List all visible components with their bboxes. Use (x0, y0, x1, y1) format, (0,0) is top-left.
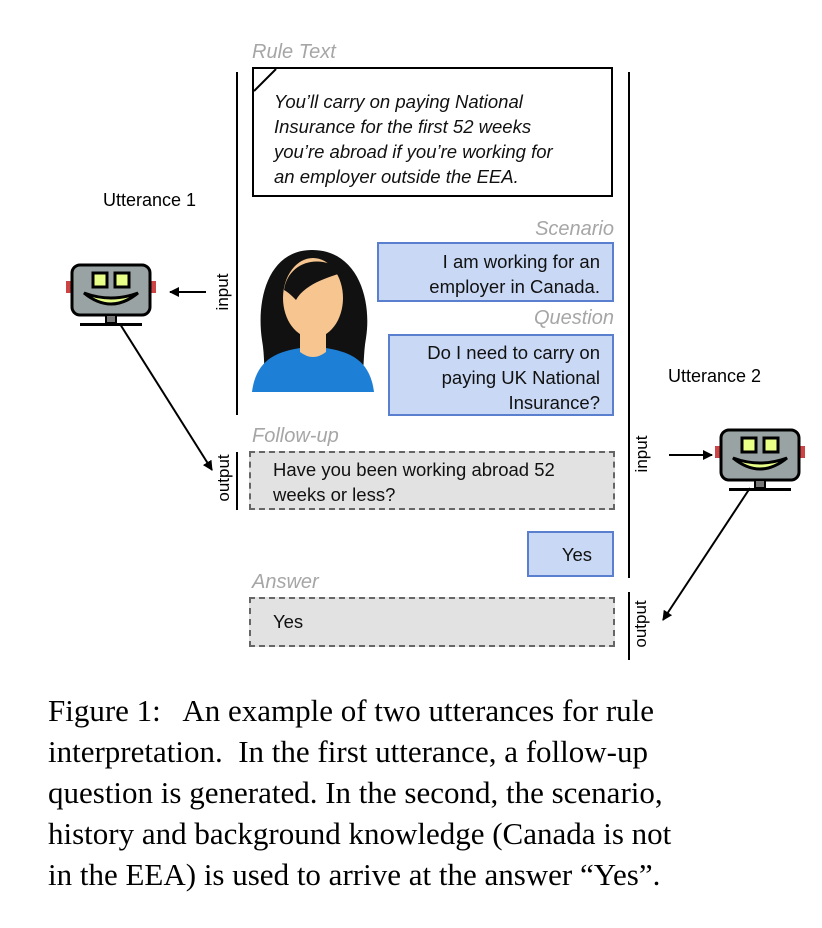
input-label-2: input (632, 435, 651, 473)
arrow-robot2-to-output (662, 487, 751, 621)
scenario-box: I am working for an employer in Canada. (377, 242, 614, 302)
answer-text: Yes (273, 611, 304, 632)
utterance-2-label: Utterance 2 (668, 366, 762, 386)
answer-box: Yes (249, 597, 615, 647)
rule-text-line: you’re abroad if you’re working for (274, 141, 553, 162)
corner-fold (254, 69, 277, 92)
follow-up-line: weeks or less? (273, 484, 396, 505)
user-reply-box: Yes (527, 531, 614, 577)
output-label-2: output (631, 600, 650, 648)
caption-line: Figure 1: An example of two utterances f… (48, 693, 655, 728)
scenario-label: Scenario (535, 218, 614, 240)
robot-icon (715, 428, 805, 491)
robot-icon (66, 263, 156, 326)
caption-line: question is generated. In the second, th… (48, 775, 663, 810)
scenario-line: employer in Canada. (429, 276, 600, 297)
answer-label: Answer (252, 571, 319, 593)
diagram-graphics (66, 72, 805, 660)
question-line: Do I need to carry on (427, 342, 600, 363)
rule-text-content: You’ll carry on paying National Insuranc… (274, 89, 553, 189)
utterance-1-label: Utterance 1 (103, 190, 197, 210)
follow-up-box: Have you been working abroad 52 weeks or… (249, 451, 615, 510)
rule-text-line: You’ll carry on paying National (274, 91, 523, 112)
follow-up-label: Follow-up (252, 425, 339, 447)
input-label-1: input (213, 273, 232, 311)
caption-line: interpretation. In the first utterance, … (48, 734, 648, 769)
caption-line: in the EEA) is used to arrive at the ans… (48, 857, 661, 892)
person-icon (252, 250, 374, 392)
rule-text-label: Rule Text (252, 41, 336, 63)
question-label: Question (533, 307, 614, 329)
caption-line: history and background knowledge (Canada… (48, 816, 672, 851)
rule-text-line: Insurance for the first 52 weeks (274, 116, 532, 137)
user-reply-text: Yes (561, 544, 592, 565)
follow-up-line: Have you been working abroad 52 (273, 459, 555, 480)
rule-text-line: an employer outside the EEA. (274, 166, 519, 187)
rule-text-box: You’ll carry on paying National Insuranc… (252, 67, 613, 197)
scenario-line: I am working for an (442, 251, 600, 272)
question-line: paying UK National (441, 367, 600, 388)
arrow-robot1-to-output (119, 323, 213, 471)
output-label-1: output (214, 454, 233, 502)
question-line: Insurance? (508, 392, 600, 413)
figure-caption: Figure 1: An example of two utterances f… (48, 690, 788, 895)
question-box: Do I need to carry on paying UK National… (388, 334, 614, 416)
